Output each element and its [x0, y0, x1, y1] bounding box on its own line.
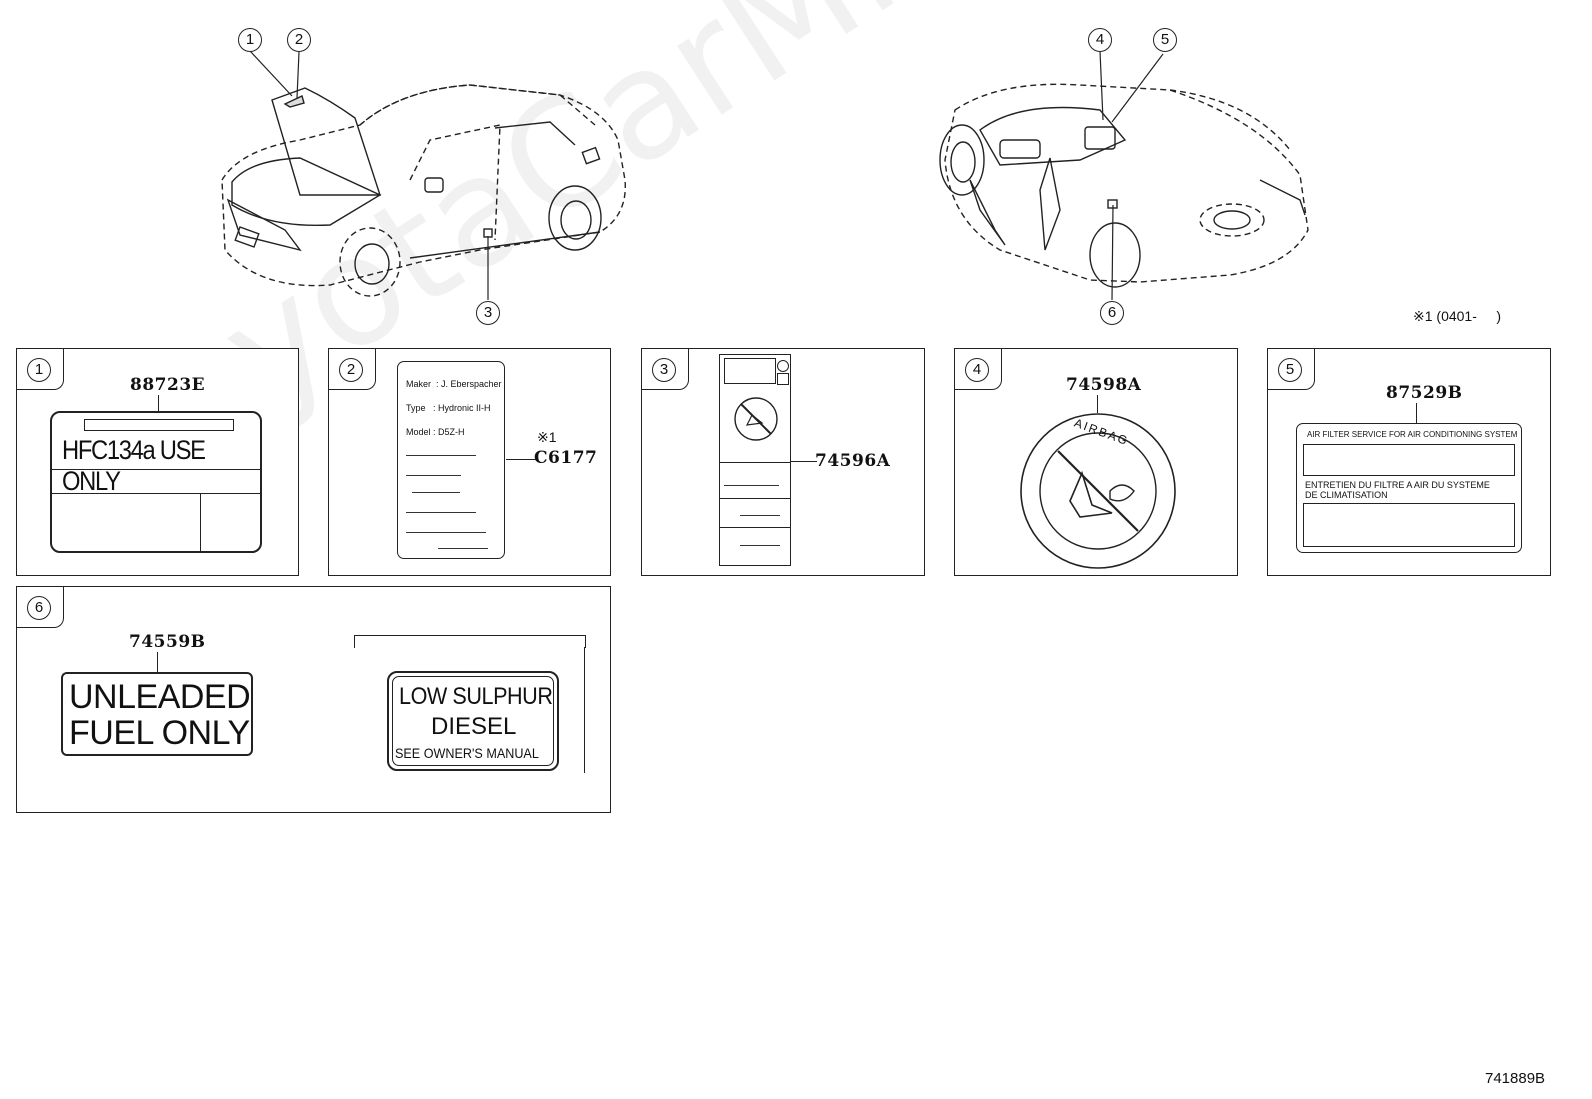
- label-divider: [720, 498, 790, 499]
- placeholder-line: [740, 515, 780, 516]
- placeholder-line: [406, 532, 486, 533]
- panel-number: 6: [27, 596, 51, 620]
- heater-label-line-2: Type : Hydronic II-H: [406, 403, 491, 413]
- heater-label: Maker : J. Eberspacher Type : Hydronic I…: [397, 361, 505, 559]
- panel-tab: 1: [17, 349, 64, 390]
- panel-5: 5 87529B AIR FILTER SERVICE FOR AIR COND…: [1267, 348, 1551, 576]
- hfc-label: HFC134a USE ONLY: [50, 411, 262, 553]
- label-divider: [200, 493, 201, 551]
- part-number: C6177: [534, 448, 598, 468]
- panel-number: 4: [965, 358, 989, 382]
- air-filter-line-1: AIR FILTER SERVICE FOR AIR CONDITIONING …: [1307, 430, 1518, 439]
- part-number: 74559B: [129, 632, 206, 652]
- callout-4: 4: [1088, 28, 1112, 52]
- air-filter-label: AIR FILTER SERVICE FOR AIR CONDITIONING …: [1296, 423, 1522, 553]
- panel-number: 1: [27, 358, 51, 382]
- unleaded-fuel-label: UNLEADED FUEL ONLY: [61, 672, 253, 756]
- heater-label-line-1: Maker : J. Eberspacher: [406, 379, 502, 389]
- label-box-area: [1303, 444, 1515, 476]
- no-child-seat-icon: [734, 397, 778, 441]
- callout-3: 3: [476, 301, 500, 325]
- air-filter-line-3: DE CLIMATISATION: [1305, 490, 1388, 500]
- part-number: 87529B: [1386, 383, 1463, 403]
- panel-6: 6 74559B UNLEADED FUEL ONLY LOW SULPHUR …: [16, 586, 611, 813]
- callout-1: 1: [238, 28, 262, 52]
- placeholder-line: [406, 455, 476, 456]
- leader-line: [506, 459, 536, 460]
- part-number: 88723E: [130, 375, 206, 395]
- car-side-illustration: [939, 83, 1309, 288]
- panel-3: 3 74596A: [641, 348, 925, 576]
- panel-tab: 2: [329, 349, 376, 390]
- leader-line: [791, 461, 817, 462]
- panel-tab: 3: [642, 349, 689, 390]
- panel-1: 1 88723E HFC134a USE ONLY: [16, 348, 299, 576]
- airbag-circle-label: [1020, 413, 1176, 569]
- car-front-illustration: [221, 50, 1164, 301]
- label-divider: [720, 527, 790, 528]
- air-filter-line-2: ENTRETIEN DU FILTRE A AIR DU SYSTEME: [1305, 480, 1490, 490]
- part-number: 74596A: [815, 451, 891, 471]
- leader-line: [1097, 395, 1098, 413]
- panel-number: 2: [339, 358, 363, 382]
- low-sulphur-line-3: SEE OWNER'S MANUAL: [395, 745, 539, 761]
- placeholder-line: [412, 492, 460, 493]
- callout-2: 2: [287, 28, 311, 52]
- label-icon: [777, 360, 789, 372]
- variant-bracket: [354, 635, 586, 648]
- placeholder-line: [406, 512, 476, 513]
- hfc-label-text: HFC134a USE ONLY: [62, 435, 206, 496]
- panel-number: 5: [1278, 358, 1302, 382]
- unleaded-line-2: FUEL ONLY: [69, 714, 250, 752]
- label-divider: [52, 493, 260, 494]
- unleaded-line-1: UNLEADED: [69, 678, 251, 716]
- footnote: ※1 (0401- ): [1413, 308, 1501, 324]
- label-header: [724, 358, 776, 384]
- leader-line: [157, 652, 158, 672]
- airbag-warning-label: [719, 354, 791, 566]
- panel-2: 2 Maker : J. Eberspacher Type : Hydronic…: [328, 348, 611, 576]
- placeholder-line: [438, 548, 488, 549]
- panel-4: 4 74598A AIRBAG: [954, 348, 1238, 576]
- note-mark: ※1: [537, 429, 557, 445]
- part-number: 74598A: [1066, 375, 1142, 395]
- callout-6: 6: [1100, 301, 1124, 325]
- panel-tab: 6: [17, 587, 64, 628]
- placeholder-line: [724, 485, 779, 486]
- label-box-area: [1303, 503, 1515, 547]
- label-bar: [84, 419, 234, 431]
- leader-line: [584, 647, 585, 773]
- panel-tab: 5: [1268, 349, 1315, 390]
- leader-line: [158, 395, 159, 411]
- drawing-id: 741889B: [1485, 1070, 1546, 1087]
- panel-number: 3: [652, 358, 676, 382]
- label-inner-border: [392, 676, 554, 766]
- placeholder-line: [740, 545, 780, 546]
- low-sulphur-label: LOW SULPHUR DIESEL SEE OWNER'S MANUAL: [387, 671, 559, 771]
- label-divider: [720, 462, 790, 463]
- heater-label-line-3: Model : D5Z-H: [406, 427, 465, 437]
- callout-5: 5: [1153, 28, 1177, 52]
- panel-tab: 4: [955, 349, 1002, 390]
- label-divider: [52, 469, 260, 470]
- low-sulphur-line-2: DIESEL: [431, 713, 517, 740]
- low-sulphur-line-1: LOW SULPHUR: [399, 683, 553, 710]
- placeholder-line: [406, 475, 461, 476]
- leader-line: [1416, 403, 1417, 423]
- label-icon: [777, 373, 789, 385]
